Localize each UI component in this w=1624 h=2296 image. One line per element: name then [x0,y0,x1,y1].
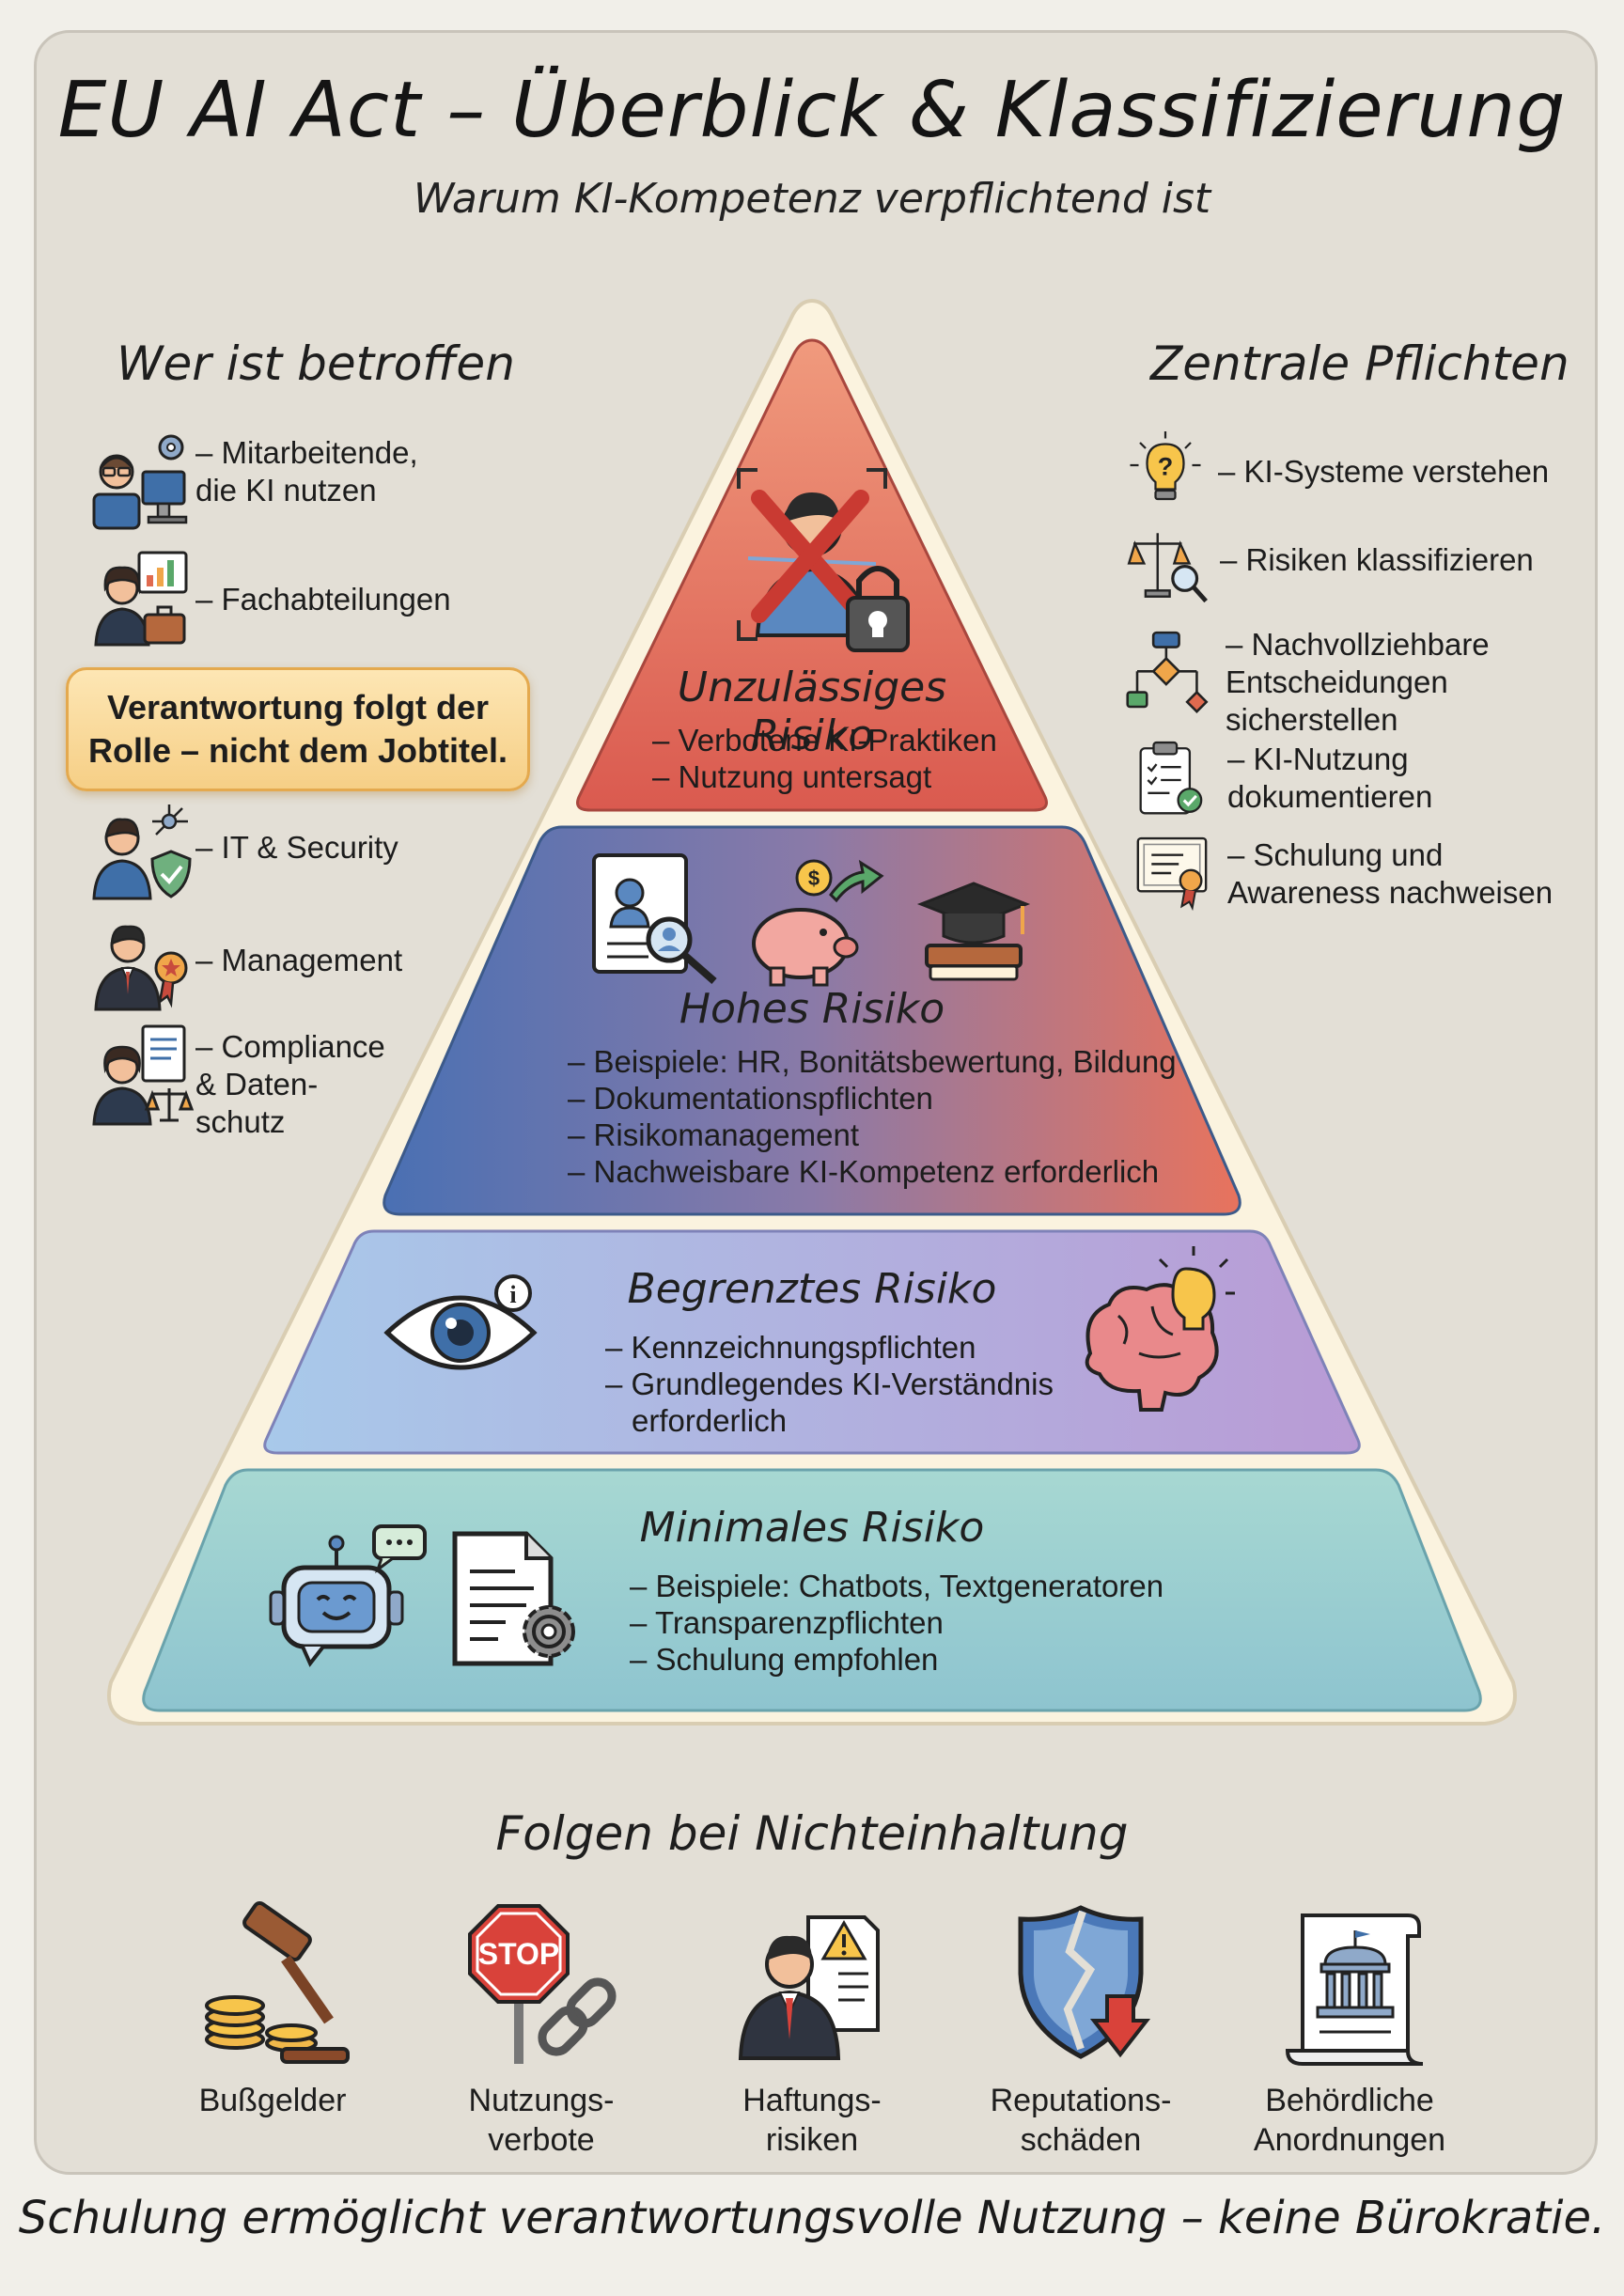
consequence-bans: STOP Nutzungs- verbote [419,1898,664,2160]
stop-sign-chain-icon: STOP [468,1904,617,2064]
right-item-traceable: – Nachvollziehbare Entscheidungen sicher… [1126,620,1490,739]
right-item-classify: – Risiken klassifizieren [1126,523,1534,607]
right-item-label: – Schulung und Awareness nachweisen [1227,837,1554,910]
scales-magnifier-icon [1127,533,1208,603]
tier-bullet: Schulung empfohlen [630,1641,1163,1678]
svg-text:i: i [509,1281,516,1308]
right-item-label: – KI-Systeme verstehen [1218,454,1550,489]
compliance-scales-icon [92,1024,195,1126]
left-item-management: – Management [90,910,402,1015]
page-title: EU AI Act – Überblick & Klassifizierung [57,66,1567,155]
consequences-heading: Folgen bei Nichteinhaltung [495,1806,1129,1861]
right-heading: Zentrale Pflichten [1150,336,1569,391]
responsibility-highlight: Verantwortung folgt der Rolle – nicht de… [66,667,530,791]
left-item-compliance: – Compliance & Daten- schutz [90,1023,385,1141]
left-item-label: – Compliance & Daten- schutz [195,1029,385,1139]
consequence-orders: Behördliche Anordnungen [1227,1898,1472,2160]
tier-bullet: Grundlegendes KI-Verständnis [605,1366,1054,1402]
employee-at-computer-icon [92,434,188,530]
tier-high-list: Beispiele: HR, Bonitätsbewertung, Bildun… [568,1043,1177,1190]
right-item-label: – KI-Nutzung dokumentieren [1227,742,1433,814]
consequence-label: Nutzungs- verbote [468,2083,615,2158]
certificate-icon [1136,836,1208,912]
right-item-label: – Risiken klassifizieren [1220,542,1534,577]
candidate-profile-icon [592,853,717,985]
lightbulb-question-icon: ? [1130,431,1201,501]
consequence-fines: Bußgelder [150,1898,395,2120]
liability-warning-icon [738,1915,880,2060]
tier-bullet: Nachweisbare KI-Kompetenz erforderlich [568,1153,1177,1190]
tier-high-title: Hohes Risiko [679,985,945,1033]
consequence-reputation: Reputations- schäden [959,1898,1203,2160]
left-item-label: – IT & Security [195,830,398,865]
chatbot-icon [269,1524,427,1667]
consequence-label: Reputations- schäden [990,2083,1172,2158]
left-item-departments: – Fachabteilungen [90,545,451,650]
tier-bullet: Risikomanagement [568,1117,1177,1153]
right-item-training: – Schulung und Awareness nachweisen [1133,831,1553,915]
manager-award-icon [94,925,188,1011]
clipboard-check-icon [1139,741,1203,815]
tier-bullet: Beispiele: Chatbots, Textgeneratoren [630,1568,1164,1604]
prohibited-ai-icon [737,468,910,652]
tier-bullet: Transparenzpflichten [630,1604,1163,1641]
broken-shield-icon [1018,1905,1151,2059]
document-gear-icon [452,1531,575,1666]
right-item-label: – Nachvollziehbare Entscheidungen sicher… [1226,627,1490,737]
stop-sign-text: STOP [478,1937,560,1971]
consequence-label: Behördliche Anordnungen [1253,2083,1446,2158]
tier-bullet: Verbotene KI-Praktiken [652,722,997,758]
brain-lightbulb-icon [1085,1246,1235,1412]
svg-text:$: $ [808,867,820,890]
consequence-liability: Haftungs- risiken [690,1898,934,2160]
right-item-document: – KI-Nutzung dokumentieren [1133,735,1432,825]
left-item-label: – Fachabteilungen [195,582,451,617]
left-item-it-security: – IT & Security [90,801,398,906]
consequence-label: Haftungs- risiken [742,2083,882,2158]
tier-limited-list: Kennzeichnungspflichten Grundlegendes KI… [605,1329,1054,1439]
tier-minimal-title: Minimales Risiko [639,1504,985,1552]
svg-text:?: ? [1158,453,1174,481]
left-item-label: – Management [195,943,403,977]
tier-bullet: Dokumentationspflichten [568,1080,1177,1117]
right-item-understand: ? – KI-Systeme verstehen [1126,429,1549,508]
tier-bullet: Kennzeichnungspflichten [605,1329,1054,1366]
footer-tagline: Schulung ermöglicht verantwortungsvolle … [18,2192,1606,2244]
page-subtitle: Warum KI-Kompetenz verpflichtend ist [413,175,1211,223]
left-item-employees: – Mitarbeitende, die KI nutzen [90,429,418,534]
tier-bullet: Nutzung untersagt [652,758,997,795]
left-heading: Wer ist betroffen [117,336,515,391]
tier-unacceptable-list: Verbotene KI-Praktiken Nutzung untersagt [652,722,997,795]
tier-bullet: Beispiele: HR, Bonitätsbewertung, Bildun… [568,1043,1177,1080]
graduation-cap-icon [916,882,1031,981]
authority-document-icon [1285,1913,1424,2066]
gavel-coins-icon [205,1900,350,2064]
flowchart-icon [1126,631,1209,713]
piggy-bank-icon: $ [752,859,884,987]
left-item-label: – Mitarbeitende, die KI nutzen [195,435,418,508]
tier-bullet-continuation: erforderlich [632,1403,788,1438]
tier-minimal-list: Beispiele: Chatbots, Textgeneratoren Tra… [630,1568,1163,1678]
it-security-shield-icon [92,804,192,900]
tier-limited-title: Begrenztes Risiko [627,1265,997,1313]
consequence-label: Bußgelder [198,2083,347,2118]
department-chart-icon [94,551,188,647]
eye-info-icon: i [383,1274,538,1370]
